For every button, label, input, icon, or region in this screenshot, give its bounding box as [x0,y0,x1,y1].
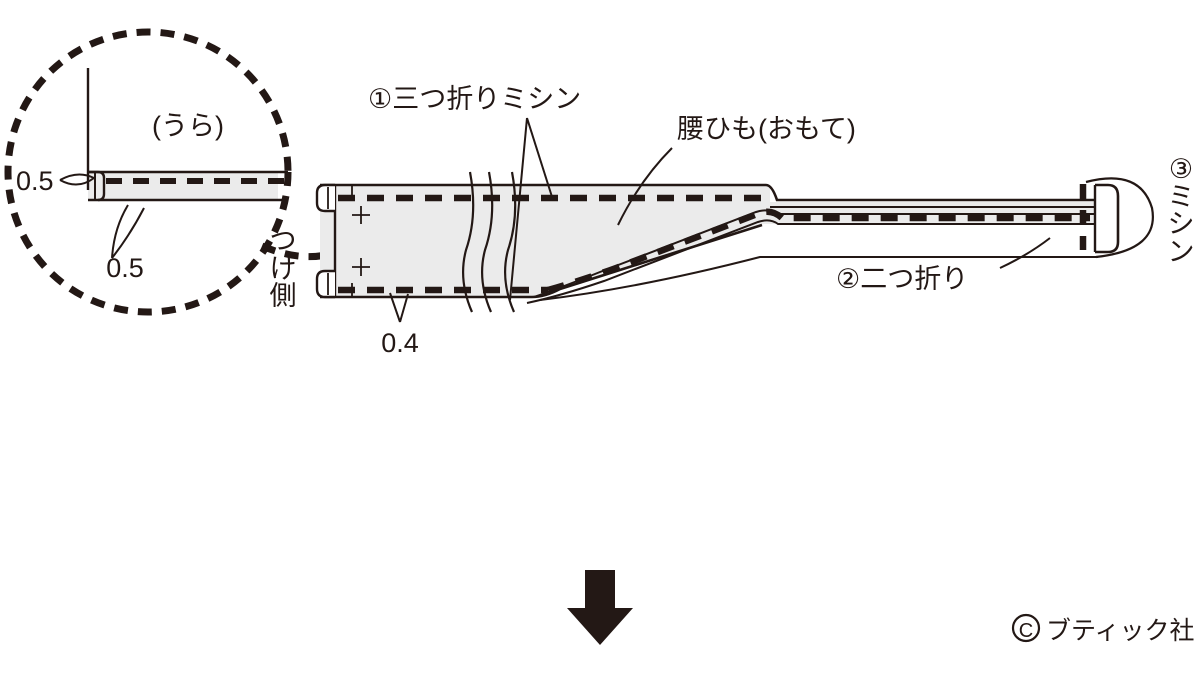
detail-measure-top-label: 0.5 [16,166,54,196]
stitch-line-diagonal [547,208,1090,294]
label-attach-side: つ け 側 [268,226,298,312]
leader-measure-seam [389,292,409,323]
detail-measure-bottom-label: 0.5 [106,253,144,283]
break-line-right-a [504,171,517,313]
leader-piece-name [617,147,673,226]
leader-step1-left [509,117,528,301]
belt-piece-group [315,171,1154,313]
detail-hem-band [88,172,278,200]
registration-cross-top [352,206,370,224]
detail-face-label: (うら) [152,111,224,141]
registration-cross-bottom [352,258,370,276]
break-line-left-a [462,171,475,313]
detail-leader-bottom-measure [111,204,145,259]
label-step3: ③ ミ シ ン [1166,154,1196,267]
end-detail-arc [1085,177,1154,259]
label-step3-text: ③ ミ シ ン [1167,154,1195,267]
copyright-circle-icon [1011,613,1041,643]
label-step1: ①三つ折りミシン [368,84,581,114]
belt-left-hem-curl-top [315,183,335,213]
credit-group: C ブティック社 [1011,613,1195,645]
detail-fold-curl [88,170,106,202]
leader-step1-right [526,117,554,201]
label-step2: ②二つ折り [836,264,968,294]
label-piece-name: 腰ひも(おもて) [677,114,856,144]
detail-leader-top-measure [59,173,96,186]
magnifier-circle-outline [4,28,292,316]
detail-fabric-group [86,68,288,202]
belt-top-edge [320,183,1095,202]
copyright-c-glyph: C [1019,620,1033,642]
belt-right-end-cap [1095,183,1120,254]
detail-magnifier-group: 0.5 0.5 (うら) [4,28,292,316]
credit-text: ブティック社 [1046,617,1195,645]
belt-lower-tail-edge [539,256,1098,301]
leader-step2 [999,237,1051,269]
belt-fold-band-lower [526,219,1098,304]
break-line-left-b [481,171,494,313]
label-attach-side-text: つ け 側 [269,226,297,312]
belt-left-hem-curl-bottom [315,269,335,299]
down-arrow-icon [567,570,633,645]
label-measure-seam: 0.4 [381,328,419,358]
